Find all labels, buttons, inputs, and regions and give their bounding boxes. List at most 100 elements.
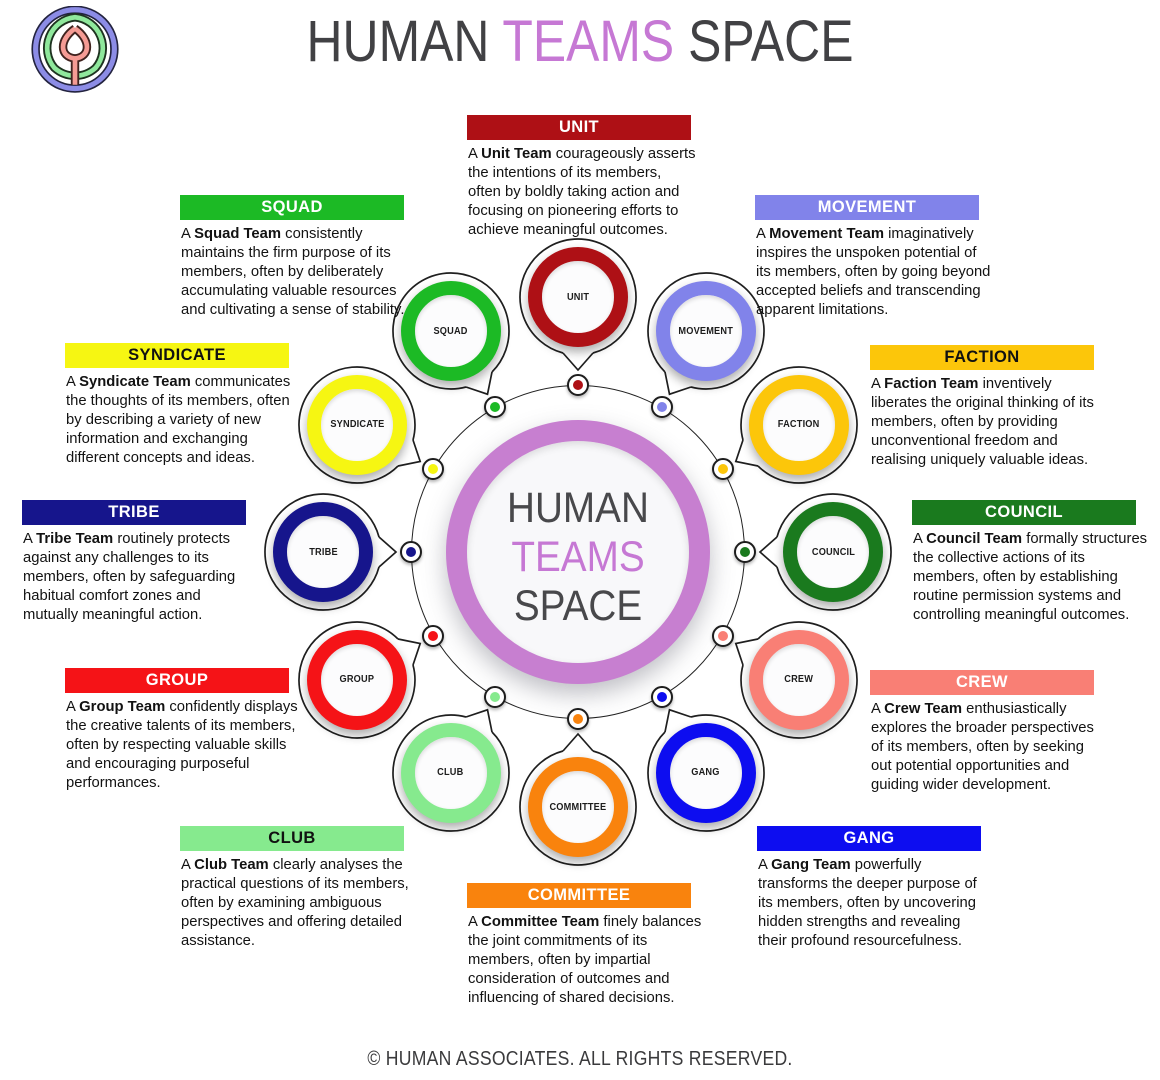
team-header-gang: GANG	[757, 826, 981, 851]
team-header-unit: UNIT	[467, 115, 691, 140]
team-panel-committee: COMMITTEE A Committee Team finely balance…	[467, 883, 705, 1008]
badge-label: COMMITTEE	[549, 801, 607, 813]
connector-dot-fill	[717, 463, 728, 474]
team-badge-tribe: TRIBE	[248, 477, 398, 627]
team-header-crew: CREW	[870, 670, 1094, 695]
team-description-group: A Group Team confidently displays the cr…	[66, 699, 298, 791]
badge-pointer-arc	[758, 493, 892, 611]
team-badge-squad: SQUAD	[376, 256, 526, 406]
team-description-unit: A Unit Team courageously asserts the int…	[468, 146, 696, 238]
badge-label: COUNCIL	[811, 546, 855, 558]
connector-dot-council	[734, 541, 756, 563]
connector-dot-club	[483, 685, 506, 708]
copyright-text: © HUMAN ASSOCIATES. ALL RIGHTS RESERVED.	[367, 1048, 793, 1070]
badge-pointer-arc	[391, 708, 510, 832]
connector-dot-fill	[656, 691, 667, 702]
team-header-movement: MOVEMENT	[755, 195, 979, 220]
badge-label: TRIBE	[308, 546, 338, 558]
badge-pointer-arc	[734, 365, 858, 484]
center-title-line2: TEAMS	[511, 533, 645, 581]
team-badge-unit: UNIT	[503, 222, 653, 372]
team-header-committee: COMMITTEE	[467, 883, 691, 908]
team-panel-squad: SQUAD A Squad Team consistently maintains…	[180, 195, 418, 320]
badge-label: MOVEMENT	[678, 325, 733, 337]
team-description-council: A Council Team formally structures the c…	[913, 531, 1148, 623]
badge-pointer-arc	[646, 272, 765, 396]
team-description-gang: A Gang Team powerfully transforms the de…	[758, 857, 977, 949]
title-part-space: SPACE	[674, 9, 854, 74]
team-description-crew: A Crew Team enthusiastically explores th…	[871, 701, 1094, 793]
team-panel-faction: FACTION A Faction Team inventively libera…	[870, 345, 1108, 470]
badge-pointer-arc	[734, 620, 858, 739]
team-badge-faction: FACTION	[724, 350, 874, 500]
title-part-human: HUMAN	[306, 9, 503, 74]
page-title: HUMAN TEAMS SPACE	[81, 8, 1079, 75]
center-title-line1: HUMAN	[507, 484, 649, 532]
center-title: HUMAN TEAMS SPACE	[461, 484, 695, 631]
badge-label: SYNDICATE	[330, 419, 385, 430]
badge-label: GROUP	[339, 674, 375, 685]
badge-pointer-arc	[519, 238, 637, 372]
title-part-teams: TEAMS	[502, 9, 675, 74]
team-panel-tribe: TRIBE A Tribe Team routinely protects aga…	[22, 500, 256, 625]
team-panel-crew: CREW A Crew Team enthusiastically explore…	[870, 670, 1108, 795]
connector-dot-fill	[573, 714, 583, 724]
team-badge-crew: CREW	[724, 605, 874, 755]
team-header-council: COUNCIL	[912, 500, 1136, 525]
connector-dot-tribe	[400, 541, 422, 563]
badge-label: UNIT	[566, 291, 590, 303]
team-header-tribe: TRIBE	[22, 500, 246, 525]
connector-dot-fill	[573, 380, 583, 390]
connector-dot-fill	[489, 691, 500, 702]
team-header-group: GROUP	[65, 668, 289, 693]
badge-label: CREW	[784, 674, 814, 685]
team-header-faction: FACTION	[870, 345, 1094, 370]
team-panel-council: COUNCIL A Council Team formally structure…	[912, 500, 1152, 625]
connector-dot-committee	[567, 708, 589, 730]
connector-dot-gang	[650, 685, 673, 708]
badge-label: FACTION	[777, 419, 820, 430]
team-panel-syndicate: SYNDICATE A Syndicate Team communicates t…	[65, 343, 299, 468]
badge-pointer-arc	[646, 708, 765, 832]
celtic-knot-logo	[31, 6, 119, 93]
connector-dot-fill	[428, 463, 439, 474]
connector-dot-fill	[740, 547, 750, 557]
team-badge-committee: COMMITTEE	[503, 732, 653, 882]
team-description-tribe: A Tribe Team routinely protects against …	[23, 531, 236, 623]
team-badge-movement: MOVEMENT	[631, 256, 781, 406]
team-panel-gang: GANG A Gang Team powerfully transforms th…	[757, 826, 993, 951]
team-description-committee: A Committee Team finely balances the joi…	[468, 914, 702, 1006]
badge-pointer-arc	[391, 272, 510, 396]
team-badge-gang: GANG	[631, 698, 781, 848]
team-panel-group: GROUP A Group Team confidently displays t…	[65, 668, 303, 793]
connector-dot-crew	[711, 624, 734, 647]
team-description-faction: A Faction Team inventively liberates the…	[871, 376, 1094, 468]
badge-pointer-arc	[298, 620, 422, 739]
connector-dot-group	[422, 624, 445, 647]
connector-dot-fill	[428, 630, 439, 641]
badge-pointer-arc	[264, 493, 398, 611]
badge-label: SQUAD	[433, 325, 468, 337]
badge-label: GANG	[691, 767, 720, 779]
connector-dot-fill	[717, 630, 728, 641]
team-header-squad: SQUAD	[180, 195, 404, 220]
team-badge-group: GROUP	[282, 605, 432, 755]
badge-pointer-arc	[519, 732, 637, 866]
team-panel-club: CLUB A Club Team clearly analyses the pra…	[180, 826, 414, 951]
team-description-syndicate: A Syndicate Team communicates the though…	[66, 374, 291, 466]
connector-dot-fill	[656, 402, 667, 413]
connector-dot-movement	[650, 396, 673, 419]
team-badge-syndicate: SYNDICATE	[282, 350, 432, 500]
team-header-club: CLUB	[180, 826, 404, 851]
team-badge-club: CLUB	[376, 698, 526, 848]
badge-label: CLUB	[437, 767, 464, 779]
badge-pointer-arc	[298, 365, 422, 484]
center-title-line3: SPACE	[513, 582, 643, 630]
team-description-squad: A Squad Team consistently maintains the …	[181, 226, 405, 318]
team-header-syndicate: SYNDICATE	[65, 343, 289, 368]
connector-dot-syndicate	[422, 457, 445, 480]
team-description-club: A Club Team clearly analyses the practic…	[181, 857, 409, 949]
connector-dot-unit	[567, 374, 589, 396]
